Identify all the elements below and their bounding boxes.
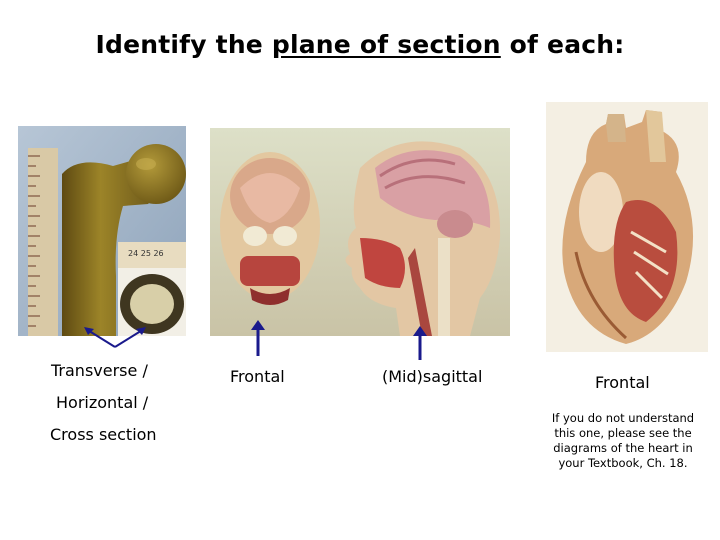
femur-illustration: 24 25 26 xyxy=(18,126,186,336)
title-suffix: of each: xyxy=(500,30,625,59)
title-underlined: plane of section xyxy=(271,30,501,59)
head-sections-illustration xyxy=(210,128,510,336)
slide-title: Identify the plane of section of each: xyxy=(0,30,720,59)
femur-photo: 24 25 26 xyxy=(18,126,186,336)
sagittal-head-arrow xyxy=(413,326,427,360)
femur-label-line-3: Cross section xyxy=(50,425,157,444)
ruler-numbers: 24 25 26 xyxy=(128,249,164,258)
heart-illustration xyxy=(546,102,708,352)
frontal-head-arrow xyxy=(251,320,265,356)
heart-photo xyxy=(546,102,708,352)
head-sections-photo xyxy=(210,128,510,336)
femur-label-line-1: Transverse / xyxy=(51,361,148,380)
femur-label-line-2: Horizontal / xyxy=(56,393,149,412)
frontal-head-label: Frontal xyxy=(230,367,285,386)
heart-label: Frontal xyxy=(595,373,650,392)
femur-arrow xyxy=(84,327,146,348)
heart-note: If you do not understand this one, pleas… xyxy=(551,411,695,470)
title-prefix: Identify the xyxy=(95,30,272,59)
sagittal-head-label: (Mid)sagittal xyxy=(382,367,483,386)
